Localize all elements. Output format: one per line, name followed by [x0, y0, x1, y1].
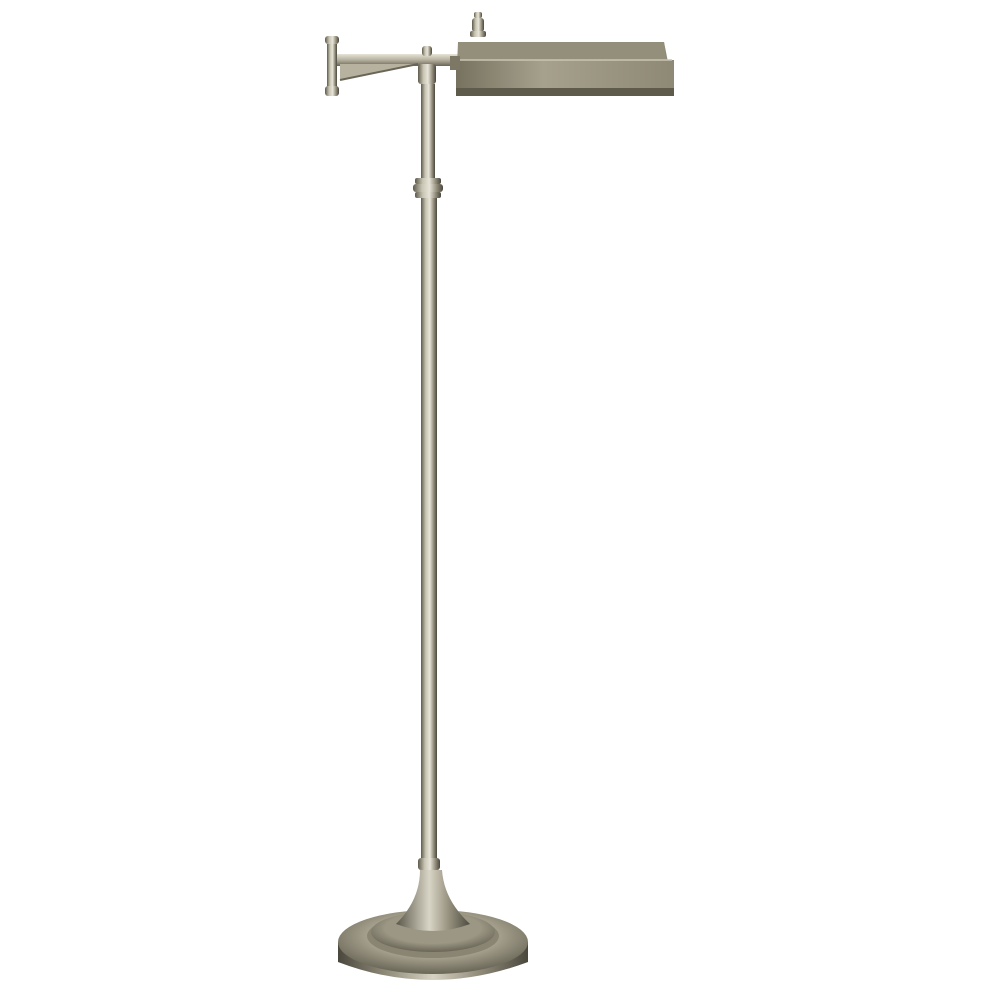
pole-top-joint	[418, 46, 436, 84]
arm-end-knuckle	[325, 36, 339, 96]
lamp-shade	[450, 42, 674, 96]
shade-finial	[470, 12, 486, 37]
pole-flare	[396, 870, 470, 931]
swing-arm	[334, 54, 460, 81]
lower-ring	[418, 858, 440, 870]
main-pole	[421, 198, 437, 866]
upper-pole	[421, 84, 435, 180]
pole-collar	[413, 178, 443, 198]
